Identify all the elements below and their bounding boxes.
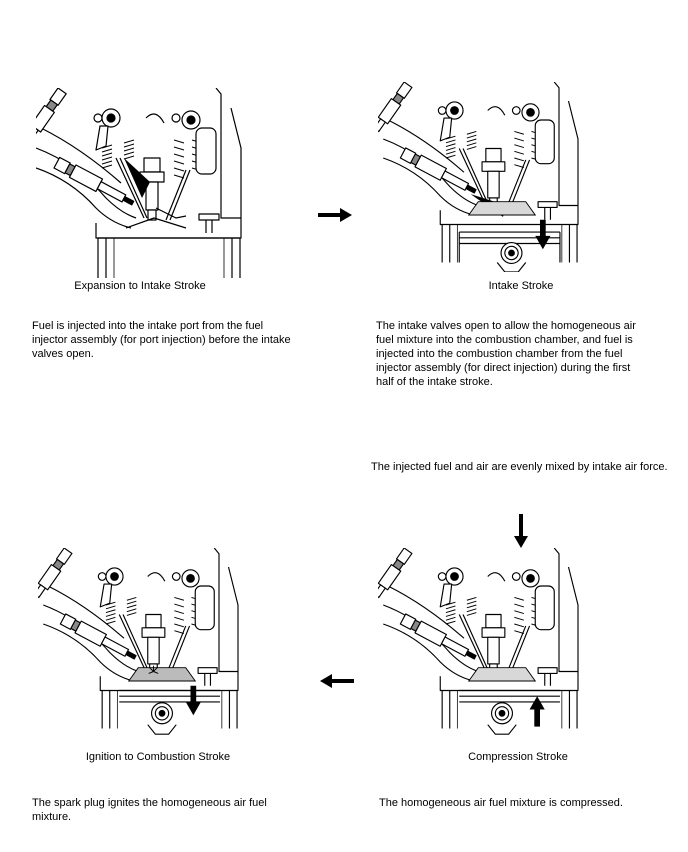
caption-ignition: Ignition to Combustion Stroke [85, 751, 231, 763]
piston-down-arrow-icon [535, 219, 551, 250]
description-expansion: Fuel is injected into the intake port fr… [32, 320, 291, 360]
caption-compression: Compression Stroke [468, 751, 568, 763]
piston-down-arrow-icon [185, 685, 201, 716]
arrow-left-icon [320, 674, 354, 688]
engine-diagram-compression [378, 548, 579, 735]
transition-note: The injected fuel and air are evenly mix… [371, 461, 668, 473]
arrow-down-icon [514, 514, 528, 548]
caption-intake: Intake Stroke [488, 280, 554, 292]
spark-icon [148, 665, 159, 674]
piston-up-arrow-icon [529, 696, 545, 727]
engine-diagram-ignition [38, 548, 239, 735]
description-intake: The intake valves open to allow the homo… [376, 320, 636, 388]
arrow-right-icon [318, 208, 352, 222]
description-compression: The homogeneous air fuel mixture is comp… [379, 797, 623, 809]
port-injection-spray [124, 158, 150, 198]
caption-expansion: Expansion to Intake Stroke [74, 280, 206, 292]
description-ignition: The spark plug ignites the homogeneous a… [32, 797, 267, 823]
engine-diagram-intake [378, 82, 579, 272]
engine-diagram-expansion [36, 88, 242, 278]
